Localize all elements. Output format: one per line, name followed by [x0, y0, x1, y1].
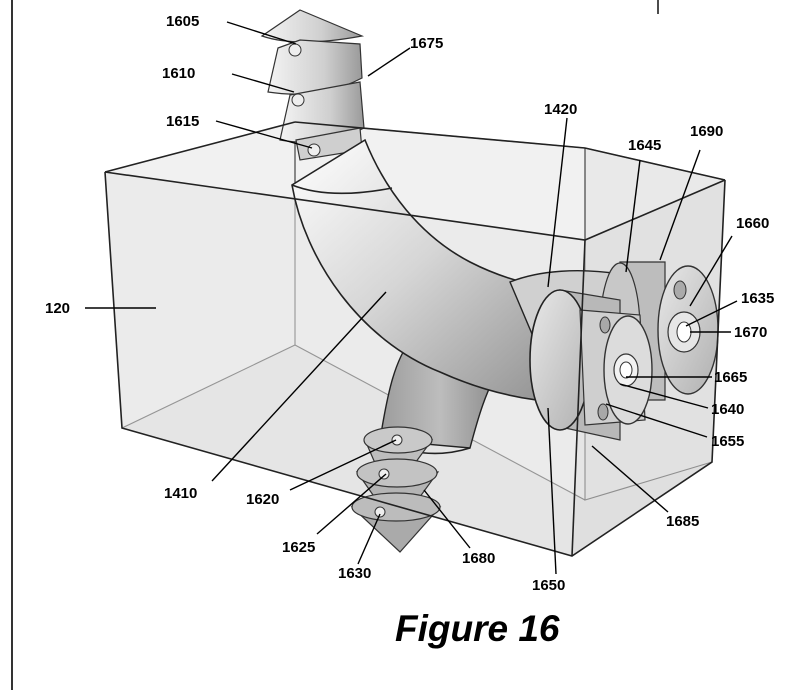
front-flange-assembly	[529, 289, 653, 441]
label-1625: 1625	[282, 539, 315, 556]
label-1635: 1635	[741, 290, 774, 307]
label-1630: 1630	[338, 565, 371, 582]
label-1675: 1675	[410, 35, 443, 52]
label-120: 120	[45, 300, 70, 317]
figure-caption: Figure 16	[395, 608, 560, 649]
label-1620: 1620	[246, 491, 279, 508]
label-1410: 1410	[164, 485, 197, 502]
label-1680: 1680	[462, 550, 495, 567]
label-1670: 1670	[734, 324, 767, 341]
label-1640: 1640	[711, 401, 744, 418]
reference-labels: 1605 1675 1610 1615 1420 1645 1690 1660 …	[45, 13, 774, 594]
label-1610: 1610	[162, 65, 195, 82]
box-front-edges	[104, 121, 726, 557]
label-1690: 1690	[690, 123, 723, 140]
label-1685: 1685	[666, 513, 699, 530]
label-1420: 1420	[544, 101, 577, 118]
label-1655: 1655	[711, 433, 744, 450]
label-1660: 1660	[736, 215, 769, 232]
label-1650: 1650	[532, 577, 565, 594]
label-1645: 1645	[628, 137, 661, 154]
label-1605: 1605	[166, 13, 199, 30]
leader-lines	[85, 21, 738, 575]
label-1615: 1615	[166, 113, 199, 130]
label-1665: 1665	[714, 369, 747, 386]
